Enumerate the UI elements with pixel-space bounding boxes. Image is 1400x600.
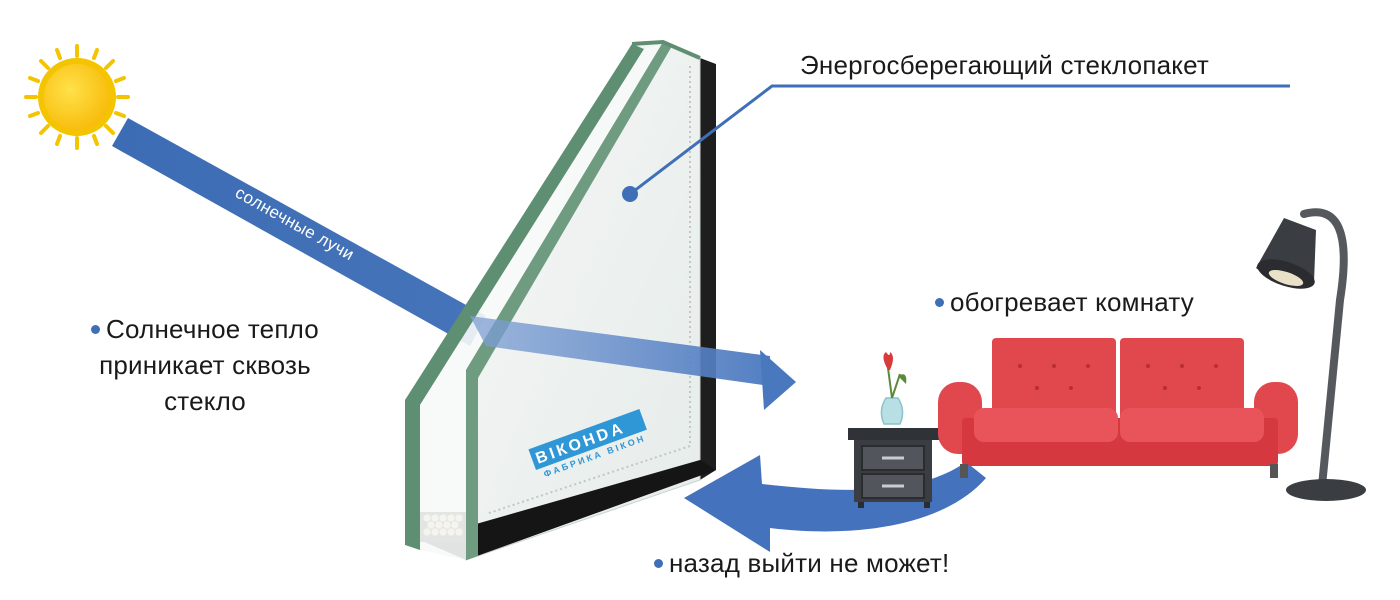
- nightstand-icon: [848, 428, 940, 508]
- curved-arrow-icon: [684, 455, 986, 552]
- bullet-dot: [654, 558, 663, 568]
- sofa-icon: [938, 338, 1298, 478]
- sun-icon: [24, 44, 130, 150]
- glass-unit-label: Энергосберегающий стеклопакет: [800, 47, 1209, 83]
- glass-unit-pointer: [622, 84, 1290, 202]
- bullet-dot: [935, 297, 944, 307]
- cannot-escape-label: назад выйти не может!: [654, 545, 949, 581]
- floor-lamp-icon: [1256, 208, 1366, 501]
- heat-enters-label: Солнечное тепло приникает сквозь стекло: [70, 311, 340, 419]
- glass-unit-label-text: Энергосберегающий стеклопакет: [800, 50, 1210, 80]
- bullet-dot: [91, 324, 101, 334]
- sun-rays-label: солнечные лучи: [232, 183, 357, 264]
- warms-room-label-text: обогревает комнату: [950, 287, 1194, 317]
- flower-vase-icon: [880, 352, 907, 425]
- sun-ray-beam: [112, 118, 486, 346]
- sun-ray-through-glass: [470, 316, 796, 410]
- heat-enters-label-text: Солнечное тепло приникает сквозь стекло: [99, 314, 319, 416]
- cannot-escape-label-text: назад выйти не может!: [669, 548, 950, 578]
- warms-room-label: обогревает комнату: [935, 284, 1194, 320]
